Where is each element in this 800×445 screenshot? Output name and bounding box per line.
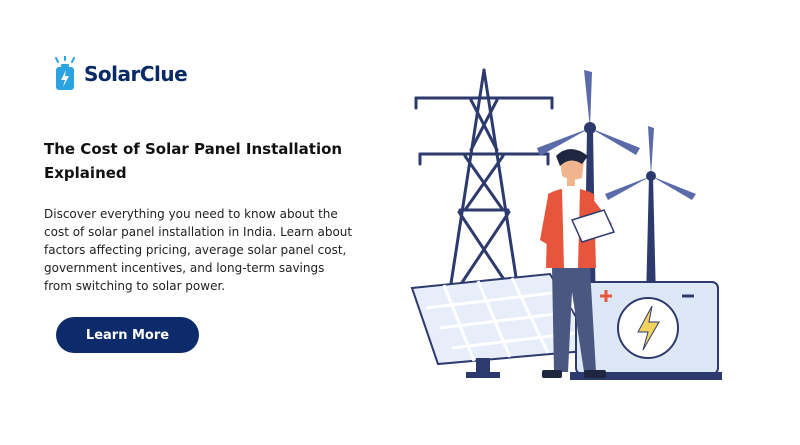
page-title: The Cost of Solar Panel Installation Exp… — [44, 140, 343, 182]
wind-turbine — [605, 126, 696, 300]
person-with-document — [540, 149, 616, 378]
brand-name: SolarClue — [84, 62, 188, 86]
battery-bolt-icon — [55, 56, 75, 90]
battery-bolt-icon — [570, 281, 722, 380]
learn-more-button[interactable]: Learn More — [56, 317, 199, 353]
page-description: Discover everything you need to know abo… — [44, 207, 353, 293]
brand-logo[interactable]: SolarClue — [52, 56, 188, 92]
solar-energy-illustration — [410, 68, 722, 380]
solar-panel — [410, 272, 598, 378]
transmission-tower — [414, 68, 554, 292]
